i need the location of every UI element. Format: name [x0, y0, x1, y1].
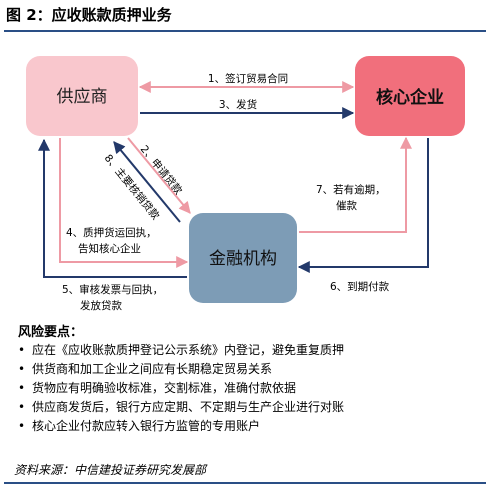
bullet-icon: • [18, 362, 26, 376]
step7-label-line1: 7、若有逾期， [316, 183, 386, 196]
bullet-icon: • [18, 419, 26, 433]
core-enterprise-box [355, 56, 465, 136]
arrow-payment-due [297, 138, 429, 273]
step1-label: 1、签订贸易合同 [208, 72, 288, 85]
title-divider [4, 30, 486, 32]
risk-item-text: 货物应有明确验收标准，交割标准，准确付款依据 [32, 381, 297, 395]
step5-label-line1: 5、审核发票与回执， [62, 283, 163, 296]
arrow-writeoff-loan [113, 141, 181, 223]
step6-label: 6、到期付款 [330, 280, 390, 293]
arrow-pledge-receipt [59, 138, 189, 268]
list-item: • 供应商发货后，银行方应定期、不定期与生产企业进行对账 [18, 398, 486, 417]
bottom-divider [4, 482, 486, 484]
bullet-icon: • [18, 343, 26, 357]
flow-diagram: 供应商 核心企业 金融机构 1、签订贸易合同 3、发货 2、申请贷款 8、主要核… [26, 56, 465, 312]
arrow-apply-loan [127, 137, 191, 214]
source-note: 资料来源：中信建投证券研究发展部 [14, 463, 207, 477]
bullet-icon: • [18, 400, 26, 414]
risk-item-text: 应在《应收账款质押登记公示系统》内登记，避免重复质押 [32, 343, 345, 357]
step4-label-line2: 告知核心企业 [78, 242, 141, 255]
core-enterprise-label: 核心企业 [376, 87, 444, 108]
arrow-overdue-collection [299, 136, 412, 233]
risk-item-text: 供应商发货后，银行方应定期、不定期与生产企业进行对账 [32, 400, 345, 414]
list-item: • 核心企业付款应转入银行方监管的专用账户 [18, 417, 486, 436]
risk-list: • 应在《应收账款质押登记公示系统》内登记，避免重复质押 • 供货商和加工企业之间应… [18, 341, 486, 436]
financial-institution-label: 金融机构 [209, 249, 277, 269]
step3-label: 3、发货 [219, 98, 257, 111]
supplier-box [26, 56, 138, 136]
list-item: • 应在《应收账款质押登记公示系统》内登记，避免重复质押 [18, 341, 486, 360]
financial-institution-box [189, 213, 297, 303]
list-item: • 货物应有明确验收标准，交割标准，准确付款依据 [18, 379, 486, 398]
arrow-release-loan [38, 138, 187, 278]
step5-label-line2: 发放贷款 [80, 299, 122, 312]
figure-title: 图 2：应收账款质押业务 [6, 6, 172, 24]
risk-heading: 风险要点： [18, 325, 84, 340]
list-item: • 供货商和加工企业之间应有长期稳定贸易关系 [18, 360, 486, 379]
bullet-icon: • [18, 381, 26, 395]
step4-label-line1: 4、质押货运回执， [66, 226, 157, 239]
risk-item-text: 核心企业付款应转入银行方监管的专用账户 [32, 419, 261, 433]
step2-label: 2、申请贷款 [138, 143, 186, 198]
supplier-label: 供应商 [57, 87, 108, 107]
risk-item-text: 供货商和加工企业之间应有长期稳定贸易关系 [32, 362, 273, 376]
step7-label-line2: 催款 [336, 199, 357, 212]
